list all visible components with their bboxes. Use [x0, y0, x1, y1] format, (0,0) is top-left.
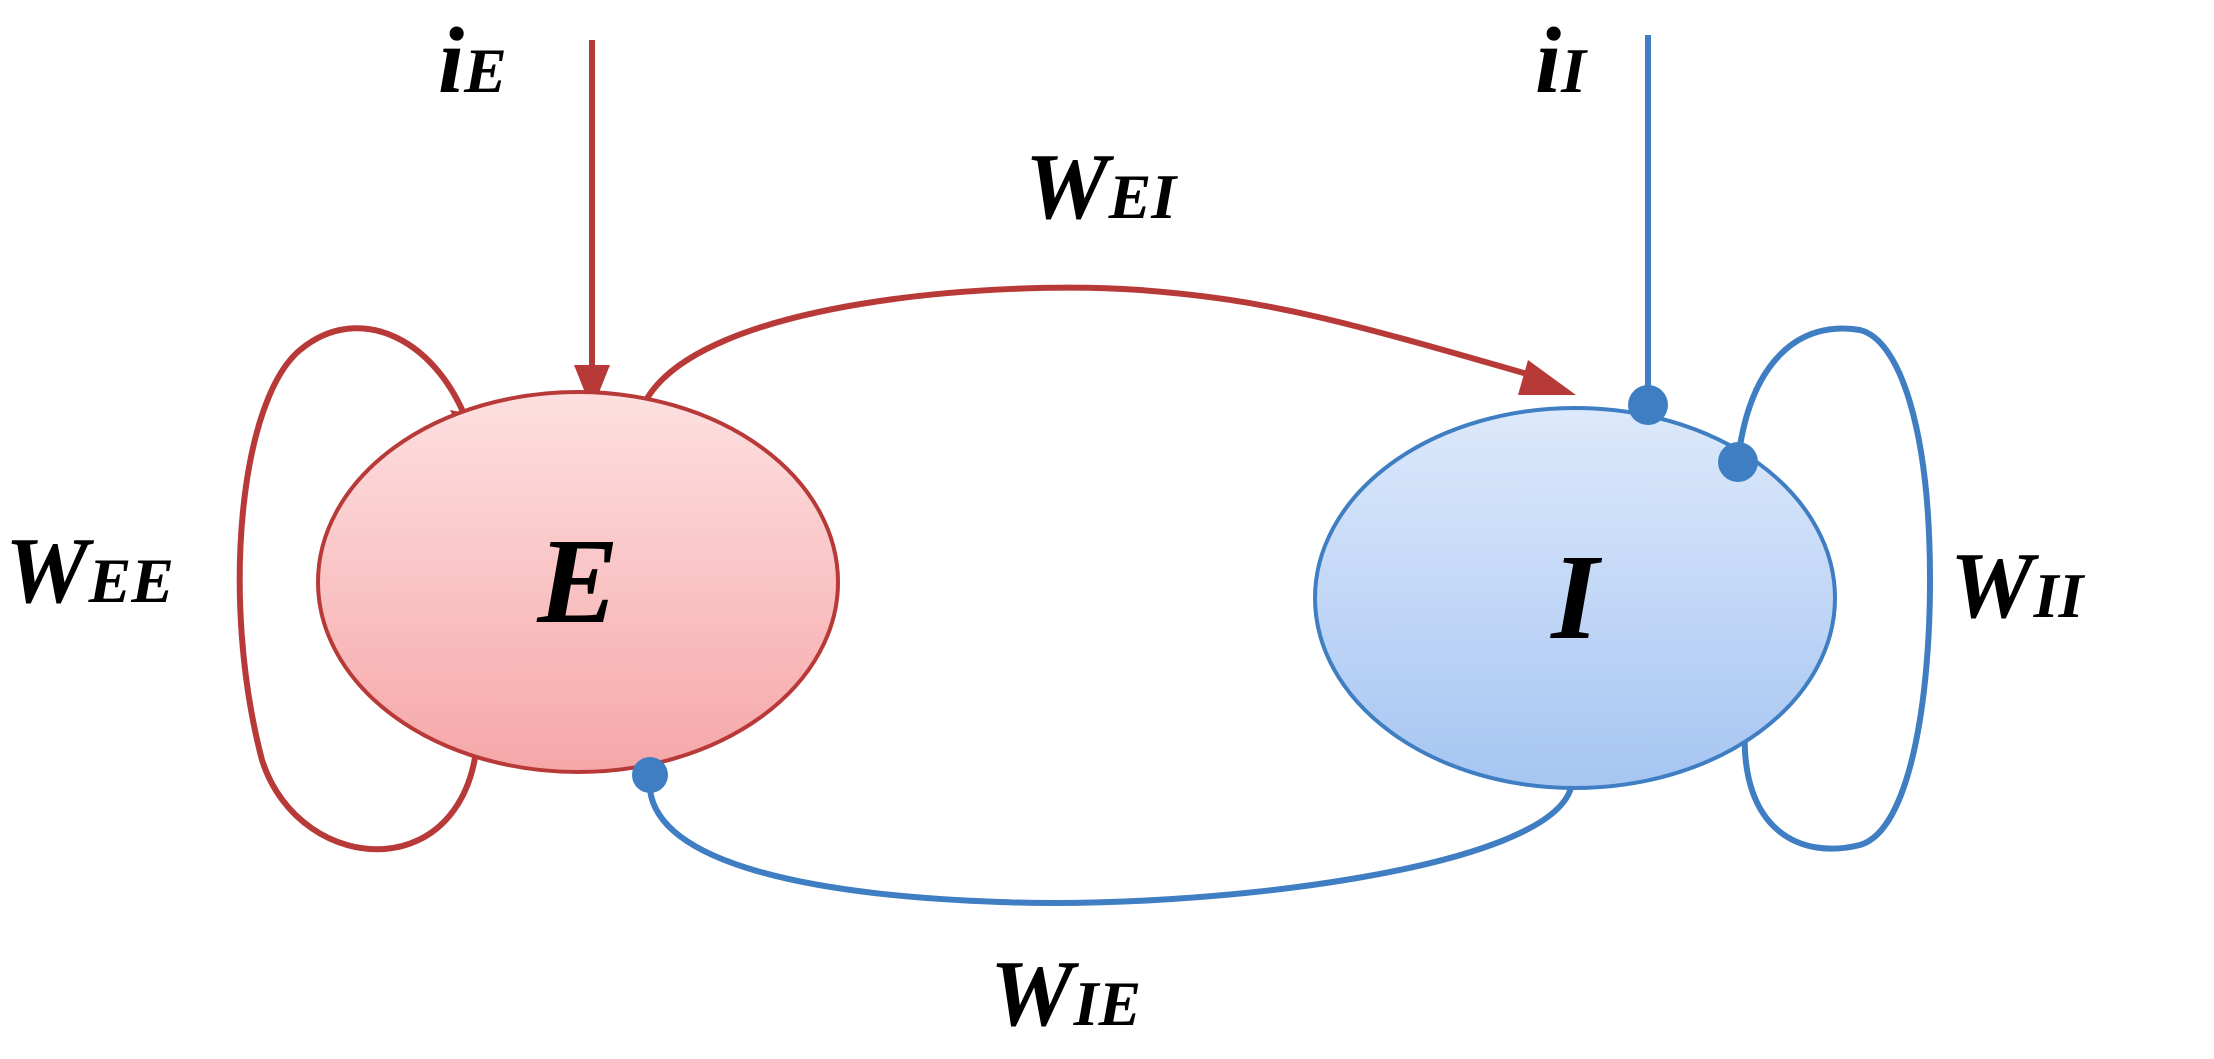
inhibitory-node [1313, 406, 1837, 790]
excitatory-node-label: E [536, 514, 618, 649]
wei-connection [642, 284, 1549, 404]
ie-input-label: iE [438, 9, 507, 113]
wee-self-loop [236, 325, 481, 853]
wii-label: WII [1950, 534, 2086, 638]
ie-input-arrowhead [574, 365, 610, 410]
wii-self-loop [1735, 325, 1934, 852]
wii-synapse-dot [1718, 442, 1758, 482]
wei-arrowhead [1518, 360, 1576, 395]
wee-label: WEE [5, 519, 174, 623]
wie-connection [646, 774, 1575, 906]
wie-synapse-dot [632, 757, 668, 793]
ii-input-synapse-dot [1628, 385, 1668, 425]
excitatory-node [316, 390, 840, 774]
wei-label: WEI [1025, 135, 1178, 239]
inhibitory-node-label: I [1549, 530, 1602, 665]
wie-label: WIE [990, 942, 1141, 1046]
ii-input-label: iI [1535, 9, 1588, 113]
